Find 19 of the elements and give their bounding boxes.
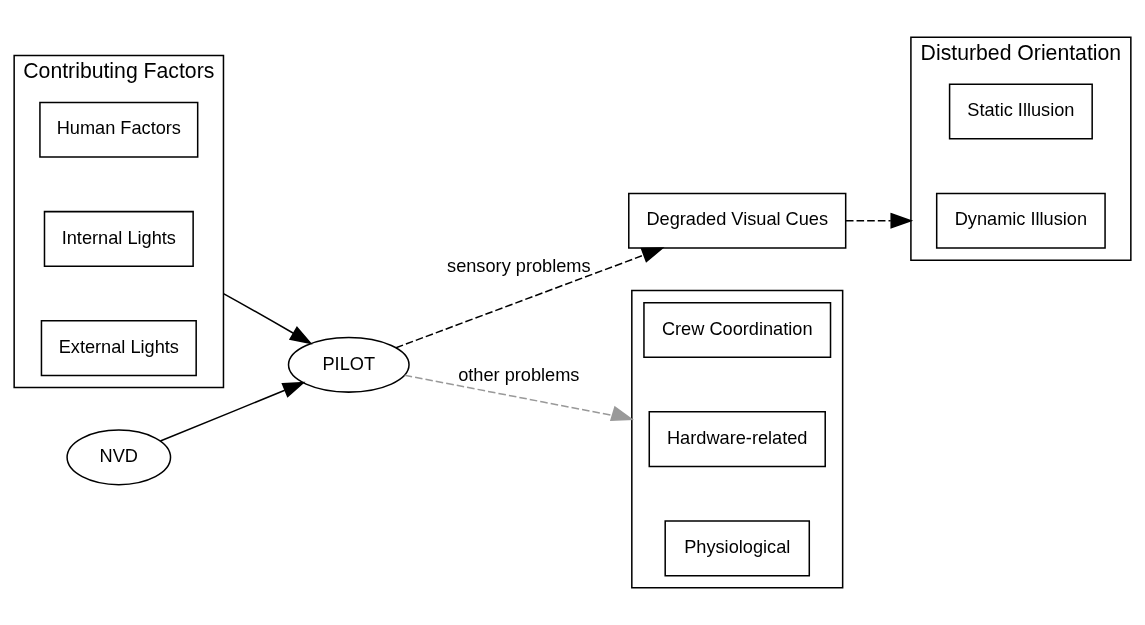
node-box: Internal Lights: [43, 210, 194, 267]
node-box: Degraded Visual Cues: [628, 192, 847, 249]
node-ellipse: PILOT: [287, 336, 410, 393]
edge-label: sensory problems: [447, 255, 591, 276]
node-box: Physiological: [664, 520, 811, 577]
node-box: Dynamic Illusion: [935, 192, 1106, 249]
arrow: [222, 292, 313, 345]
node-box: Human Factors: [39, 101, 199, 158]
node-box: External Lights: [40, 320, 197, 377]
cluster: [631, 289, 844, 589]
arrow: [395, 247, 665, 349]
node-ellipse: NVD: [66, 429, 172, 486]
arrow: [845, 212, 914, 229]
arrow: [159, 381, 306, 442]
node-box: Static Illusion: [948, 83, 1093, 140]
edge-label: other problems: [458, 364, 580, 385]
arrow: [403, 374, 635, 422]
node-box: Crew Coordination: [643, 301, 832, 358]
node-box: Hardware-related: [648, 411, 826, 468]
